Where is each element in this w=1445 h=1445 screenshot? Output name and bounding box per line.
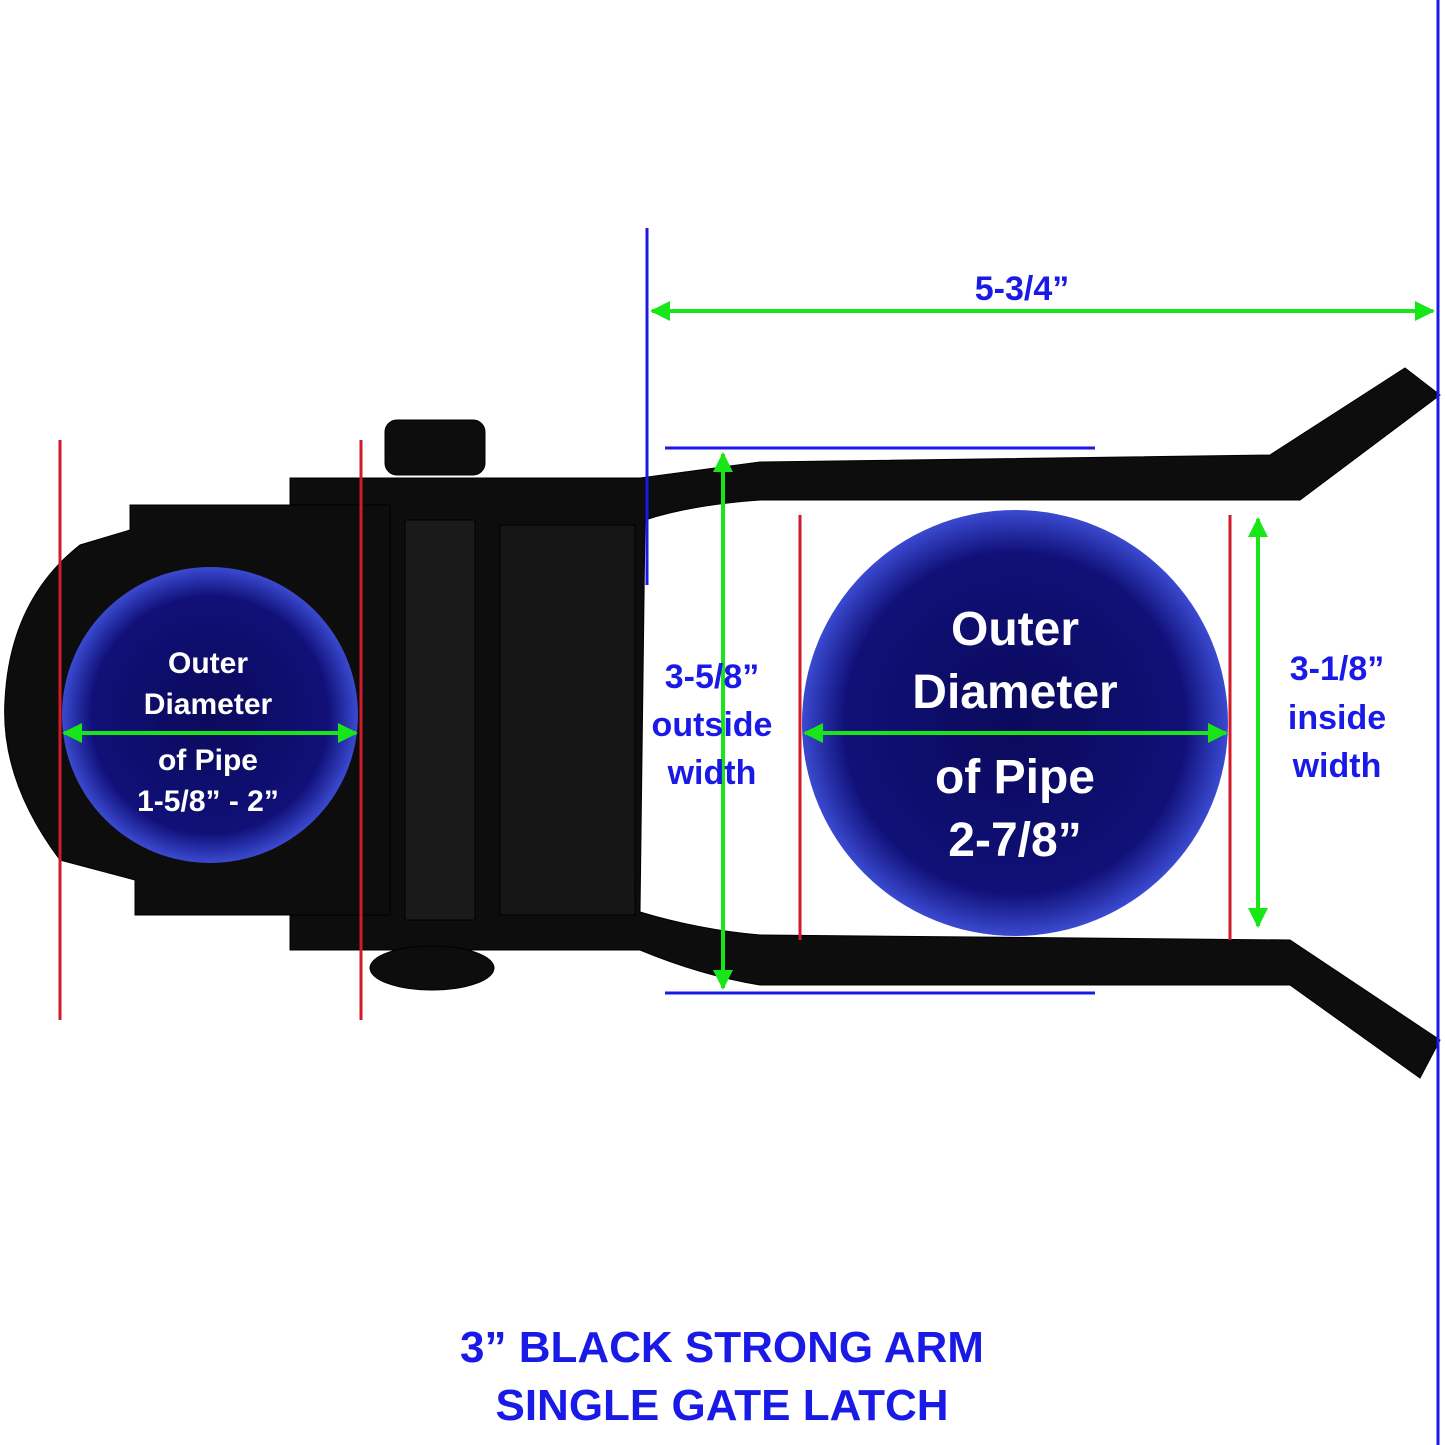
title-line2: SINGLE GATE LATCH [495, 1381, 948, 1430]
overall-length-label: 5-3/4” [975, 270, 1070, 308]
inside-width-word2: width [1292, 747, 1382, 785]
inside-width-word: inside [1288, 699, 1386, 737]
small-pipe-line2: Diameter [144, 688, 273, 721]
large-pipe-circle [802, 510, 1228, 936]
dimension-arrows [62, 301, 1435, 990]
large-pipe-line2: Diameter [912, 666, 1117, 719]
blue-reference-lines [645, 0, 1440, 1445]
outside-width-value: 3-5/8” [665, 658, 760, 696]
large-pipe-line4: 2-7/8” [948, 814, 1081, 867]
small-pipe-line3: of Pipe [158, 744, 258, 777]
title-line1: 3” BLACK STRONG ARM [460, 1323, 984, 1372]
large-pipe-line1: Outer [951, 603, 1079, 656]
small-pipe-line4: 1-5/8” - 2” [137, 785, 279, 818]
outside-width-word2: width [667, 754, 757, 792]
small-pipe-circle [62, 567, 358, 863]
large-pipe-line3: of Pipe [935, 751, 1095, 804]
outside-width-word: outside [652, 706, 773, 744]
small-pipe-line1: Outer [168, 647, 248, 680]
red-guide-lines [58, 440, 1232, 1020]
inside-width-value: 3-1/8” [1290, 650, 1385, 688]
